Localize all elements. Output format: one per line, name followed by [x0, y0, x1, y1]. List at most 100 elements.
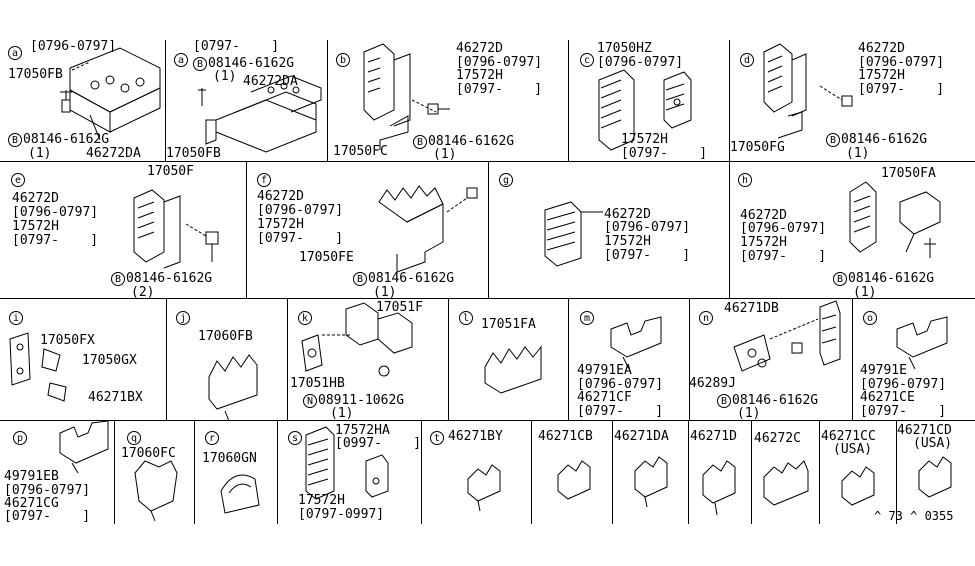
part-number: 46289J [689, 376, 736, 391]
fastener-callout: B [8, 133, 22, 147]
part-number: [0796-0797] [597, 55, 684, 70]
clip-bracket-art [733, 300, 841, 372]
cell-46271da [612, 420, 688, 524]
cell-c: c [568, 40, 729, 161]
part-label: [0796-0797] [456, 56, 542, 69]
part-label: (1) [853, 286, 876, 299]
part-number: [0797- ] [858, 82, 945, 97]
cell-h: h [729, 161, 975, 298]
part-label: 46271CF [577, 391, 632, 404]
part-label: 17050FE [299, 251, 354, 264]
clip-art [220, 474, 260, 514]
part-number: [0797- ] [604, 248, 691, 263]
part-label: 17572H [456, 69, 503, 82]
callout-letter-a: a [174, 53, 188, 67]
part-number: 17060FC [121, 446, 176, 461]
part-number: 08146-6162G [841, 132, 928, 147]
fastener-callout: B [413, 135, 427, 149]
part-number: 17060GN [202, 451, 257, 466]
part-number: 08146-6162G [23, 132, 110, 147]
part-number: [0797- ] [740, 249, 827, 264]
clip-pair-art [305, 426, 389, 500]
part-label: (1) [28, 147, 51, 160]
cell-d: d [729, 40, 975, 161]
fastener-callout: B [717, 394, 731, 408]
part-number: 17050FA [881, 166, 936, 181]
part-label: 17572H [298, 494, 345, 507]
part-label: 46271D [690, 430, 737, 443]
fastener-callout: B [826, 133, 840, 147]
part-label: [0797- ] [604, 249, 690, 262]
part-label: 17051FA [481, 318, 536, 331]
part-label: 46272D [740, 209, 787, 222]
part-label: 17572HA [335, 424, 390, 437]
part-number: 46271CF [577, 390, 632, 405]
part-label: 17050FB [8, 68, 63, 81]
part-number: 49791E [860, 363, 907, 378]
part-number: 17572H [298, 493, 345, 508]
part-number: 46271CD [897, 423, 952, 438]
part-label: 17050FX [40, 334, 95, 347]
clip-bracket-art [849, 181, 941, 258]
cell-a1: a [0, 40, 165, 161]
part-number: (1) [737, 406, 761, 421]
part-number: [0796-0797] [4, 483, 91, 498]
part-label: (2) [131, 286, 154, 299]
part-label: 49791E [860, 364, 907, 377]
clip-art [467, 464, 501, 512]
part-label: [0797- ] [577, 405, 663, 418]
part-number: 46272D [456, 41, 503, 56]
part-number: 08146-6162G [732, 393, 819, 408]
callout-letter-b: b [336, 53, 350, 67]
part-number: 46272D [858, 41, 905, 56]
clip-bracket-art [363, 43, 450, 150]
cell-46271d [688, 420, 751, 524]
clip-bracket-art [301, 302, 413, 377]
part-label: 46271BX [88, 391, 143, 404]
part-number: [0797- ] [860, 404, 947, 419]
cell-t: t [421, 420, 531, 524]
part-label: 17060GN [202, 452, 257, 465]
clip-harness-art [60, 47, 161, 141]
callout-letter-p: p [13, 431, 27, 445]
part-number: 46272DA [86, 146, 141, 161]
callout-letter-q: q [127, 431, 141, 445]
part-label: (1) [433, 148, 456, 161]
part-label: [0797- ] [740, 250, 826, 263]
clip-harness-art [198, 75, 322, 153]
cell-b: b [327, 40, 568, 161]
part-number: 49791EA [577, 363, 632, 378]
callout-letter-c: c [580, 53, 594, 67]
part-label: [0796-0797] [858, 56, 944, 69]
part-number: 17060FB [198, 329, 253, 344]
callout-letter-o: o [863, 311, 877, 325]
part-label: (1) [330, 407, 353, 420]
part-label: 49791EA [577, 364, 632, 377]
part-number: (1) [330, 406, 354, 421]
part-label: [0797- ] [860, 405, 946, 418]
part-label: [0796-0797] [604, 221, 690, 234]
part-label: 17050FG [730, 141, 785, 154]
part-number: (1) [846, 146, 870, 161]
cell-s: s [277, 420, 421, 524]
part-number: (1) [433, 147, 457, 162]
part-label: 17572H [257, 218, 304, 231]
part-number: 46271BX [88, 390, 143, 405]
callout-letter-n: n [699, 311, 713, 325]
part-label: [0796-0797] [577, 378, 663, 391]
part-label: 49791EB [4, 470, 59, 483]
part-number: 49791EB [4, 469, 59, 484]
part-label: [0796-0797] [740, 222, 826, 235]
cell-46272c [751, 420, 819, 524]
cell-o: o [852, 298, 975, 420]
callout-letter-r: r [205, 431, 219, 445]
cell-46271cd [896, 420, 975, 524]
callout-letter-s: s [288, 431, 302, 445]
cell-p: p [0, 420, 114, 524]
part-number: 08146-6162G [126, 271, 213, 286]
callout-letter-k: k [298, 311, 312, 325]
part-label: 17572H [12, 220, 59, 233]
